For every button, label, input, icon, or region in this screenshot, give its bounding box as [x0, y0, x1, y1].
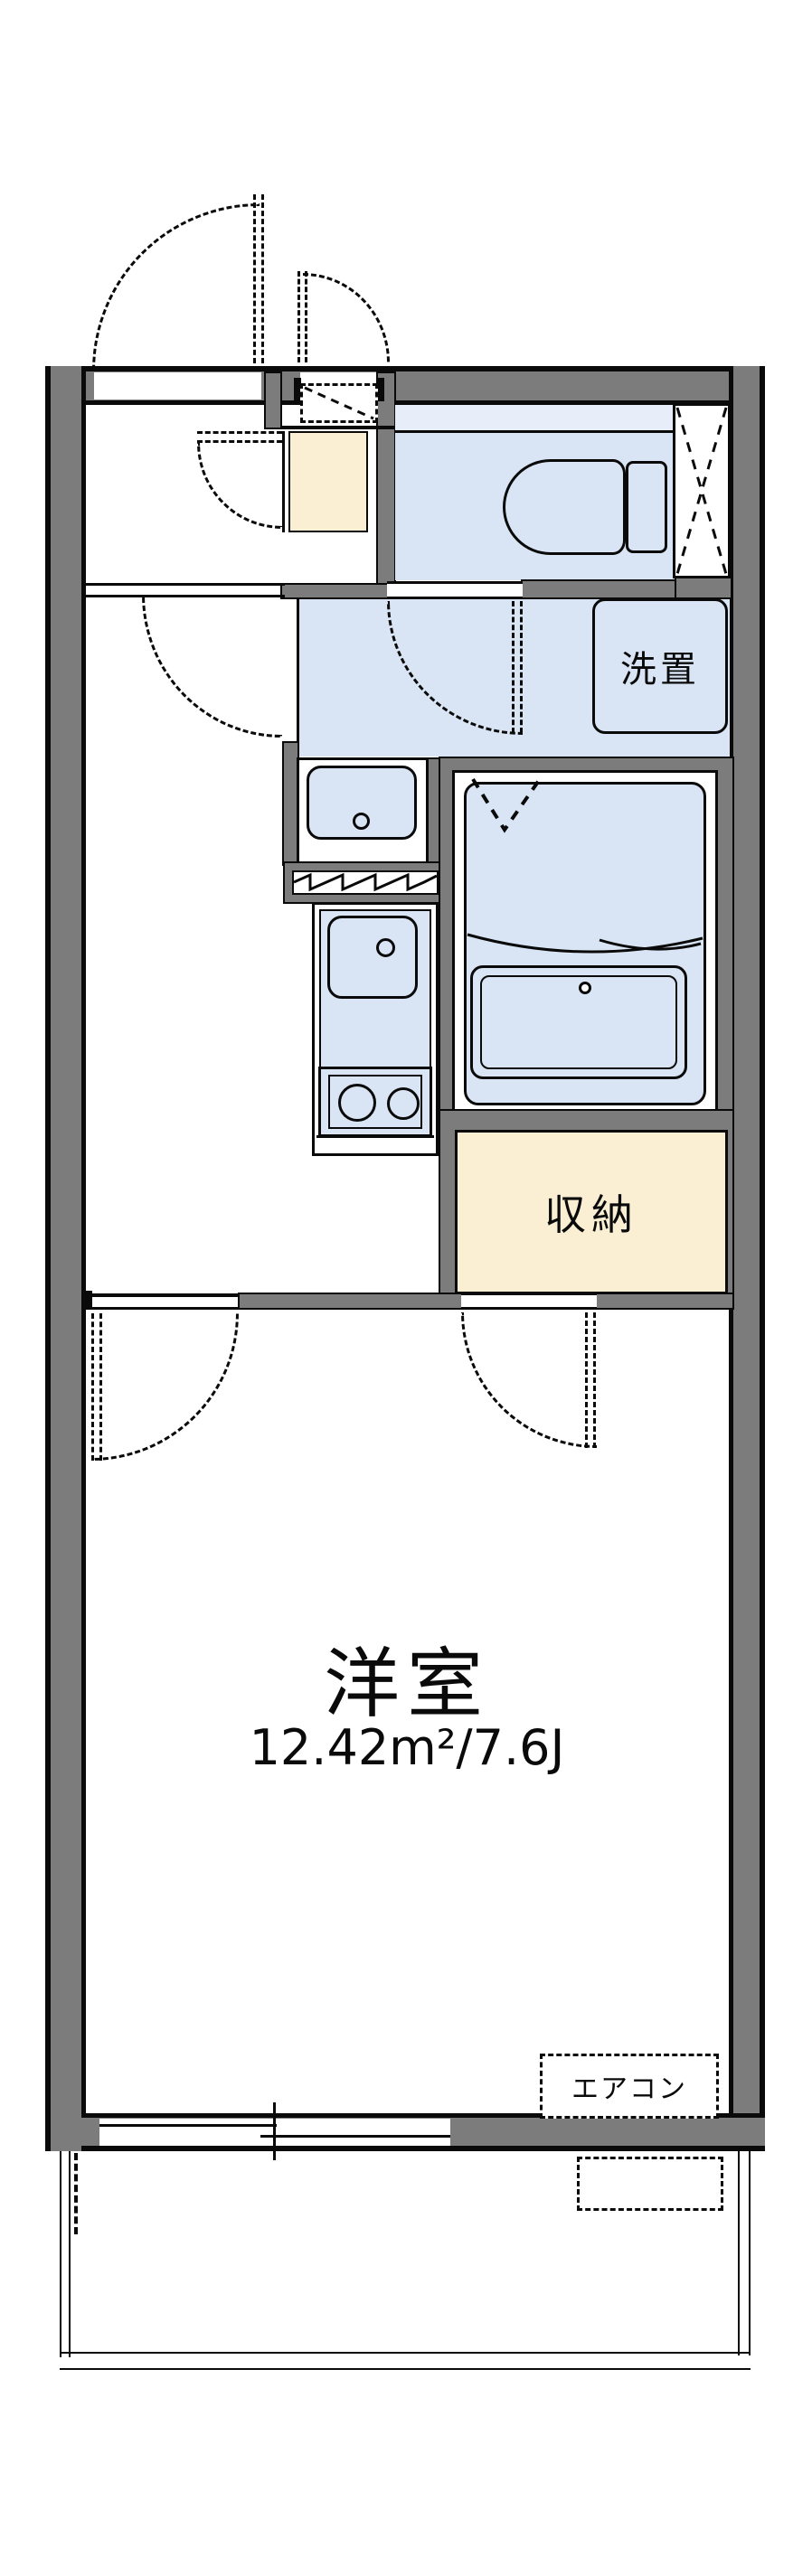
genkan-door-swing-icon: [303, 273, 390, 362]
balcony-rail-bottom: [60, 2352, 751, 2370]
closet-label: 収納: [544, 1190, 638, 1239]
bathtub-drain-icon: [579, 982, 591, 994]
washroom-left-edge: [297, 599, 299, 744]
wall-left: [45, 366, 86, 2151]
kitchen-drain-icon: [376, 938, 395, 957]
ac-outdoor-unit: [577, 2157, 723, 2211]
hall-door-swing-icon: [197, 443, 282, 529]
bath-curve-line: [467, 933, 703, 954]
closet-floor: 収納: [455, 1130, 728, 1294]
burner-right-icon: [387, 1087, 420, 1120]
kitchen-sink-icon: [327, 916, 418, 999]
hall-opening-line-top: [86, 583, 285, 586]
toilet-shelf: [395, 405, 675, 433]
aircon-label: エアコン: [571, 2073, 687, 2105]
room-area-label: 12.42m²/7.6J: [249, 1718, 565, 1776]
air-conditioner-box: エアコン: [540, 2054, 719, 2119]
window-pane-left: [99, 2124, 277, 2127]
wall-under-shaft: [675, 577, 732, 599]
entrance-door-panel-icon: [300, 383, 378, 423]
opening-closet-door: [461, 1293, 597, 1310]
wall-right: [729, 366, 765, 2151]
washer-label: 洗置: [620, 649, 700, 691]
wall-washroom-top-left: [280, 583, 389, 599]
balcony-divider-line: [74, 2153, 78, 2234]
entrance-door-swing-icon: [92, 203, 260, 371]
toilet-icon: [503, 459, 626, 555]
sliding-window-icon: [292, 870, 439, 895]
window-pane-right: [260, 2135, 450, 2138]
genkan-wall-line: [282, 431, 285, 532]
washbasin-drain-icon: [353, 813, 370, 830]
genkan-door-leaf-icon: [297, 271, 307, 362]
pipe-shaft-icon: [673, 403, 731, 578]
stove-inner: [328, 1075, 422, 1129]
genkan-edge-line: [280, 426, 396, 429]
genkan-step: [288, 431, 368, 532]
room-opening-line-bottom: [86, 1307, 240, 1310]
room-door-swing-icon: [91, 1313, 239, 1461]
kitchen-front-line: [316, 1135, 434, 1138]
closet-door-swing-icon: [461, 1312, 597, 1448]
balcony-rail-left: [60, 2151, 71, 2357]
folding-bath-door-icon: [471, 777, 542, 833]
alcove-stub-right: [377, 378, 384, 401]
room-opening-stub: [81, 1291, 92, 1310]
alcove-stub-left: [294, 378, 301, 401]
wall-room-top-right: [595, 1293, 734, 1310]
opening-toilet-door: [387, 581, 523, 599]
washroom-door-swing-icon: [142, 595, 282, 738]
bathtub-inner: [480, 975, 677, 1069]
opening-hall-door: [94, 372, 261, 400]
balcony-rail-right: [738, 2151, 751, 2355]
wall-room-top-mid: [238, 1293, 463, 1310]
room-opening-line-top: [89, 1293, 240, 1297]
burner-left-icon: [338, 1084, 376, 1122]
washing-machine-space: 洗置: [592, 598, 728, 734]
window-center-tick: [273, 2102, 276, 2160]
entrance-door-leaf-icon: [253, 194, 264, 371]
hall-door-leaf-icon: [197, 431, 282, 443]
wall-alcove-left: [264, 371, 282, 429]
wall-toilet-bottom: [521, 579, 676, 599]
wall-toilet-left: [376, 371, 396, 599]
toilet-tank-icon: [626, 461, 667, 553]
room-name-label: 洋室: [323, 1639, 490, 1728]
